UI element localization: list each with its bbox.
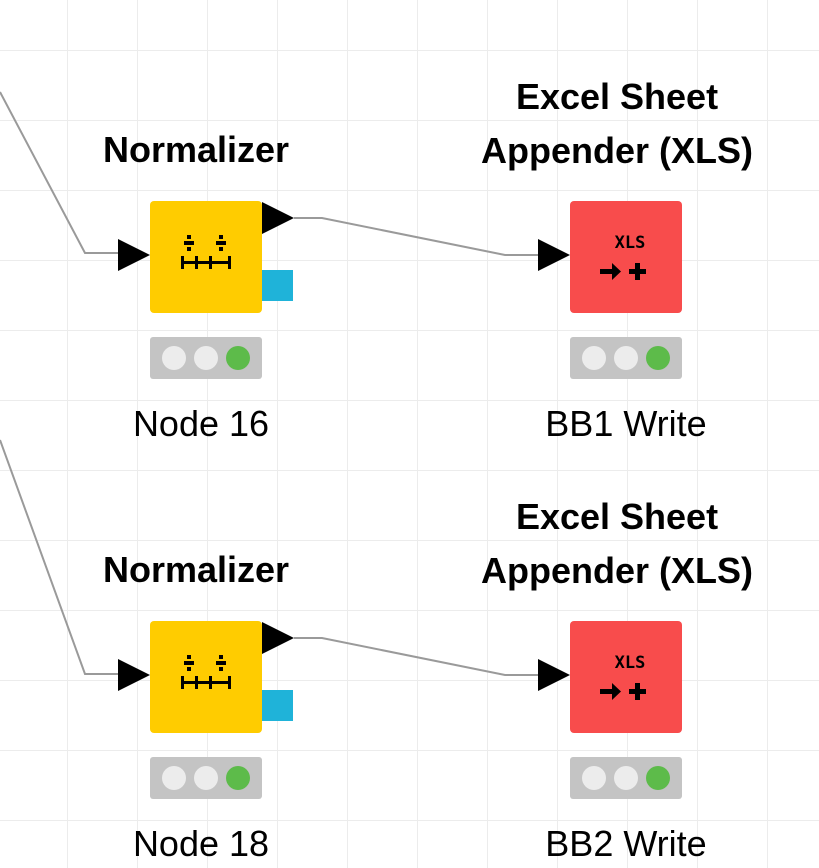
status-lamp-yellow <box>194 766 218 790</box>
normalizer-icon <box>181 655 231 689</box>
model-output-port[interactable] <box>262 690 293 721</box>
output-port[interactable] <box>262 622 294 654</box>
node-label[interactable]: BB2 Write <box>545 823 707 864</box>
xls-appender-icon: XLS <box>600 233 646 280</box>
input-port[interactable] <box>538 239 570 271</box>
xls-appender-icon: XLS <box>600 653 646 700</box>
connection-node18-bb2[interactable] <box>294 637 540 676</box>
node-label[interactable]: Node 16 <box>132 403 270 444</box>
node-type-title: Excel Sheet Appender (XLS) <box>480 496 753 591</box>
status-lamp-red <box>162 346 186 370</box>
status-lamp-red <box>162 766 186 790</box>
status-lights <box>150 337 262 379</box>
status-lights <box>150 757 262 799</box>
status-lamp-green <box>646 766 670 790</box>
xls-icon-text: XLS <box>615 653 646 673</box>
model-output-port[interactable] <box>262 270 293 301</box>
node-body[interactable] <box>150 201 262 313</box>
connection-input-node18[interactable] <box>0 439 120 675</box>
status-lamp-green <box>226 766 250 790</box>
node-body[interactable]: XLS <box>570 201 682 313</box>
connection-input-node16[interactable] <box>0 91 120 254</box>
xls-icon-text: XLS <box>615 233 646 253</box>
node-body[interactable] <box>150 621 262 733</box>
input-port[interactable] <box>538 659 570 691</box>
node-body[interactable]: XLS <box>570 621 682 733</box>
normalizer-icon <box>181 235 231 269</box>
status-lamp-yellow <box>614 766 638 790</box>
node-label[interactable]: BB1 Write <box>545 403 707 444</box>
input-port[interactable] <box>118 659 150 691</box>
status-lights <box>570 337 682 379</box>
status-lamp-yellow <box>614 346 638 370</box>
status-lamp-red <box>582 766 606 790</box>
status-lamp-red <box>582 346 606 370</box>
output-port[interactable] <box>262 202 294 234</box>
connection-node16-bb1[interactable] <box>294 217 540 256</box>
node-type-title: Excel Sheet Appender (XLS) <box>480 76 753 171</box>
node-type-title: Normalizer <box>102 129 290 170</box>
node-type-title: Normalizer <box>102 549 290 590</box>
status-lights <box>570 757 682 799</box>
status-lamp-green <box>226 346 250 370</box>
status-lamp-yellow <box>194 346 218 370</box>
input-port[interactable] <box>118 239 150 271</box>
status-lamp-green <box>646 346 670 370</box>
node-label[interactable]: Node 18 <box>132 823 270 864</box>
